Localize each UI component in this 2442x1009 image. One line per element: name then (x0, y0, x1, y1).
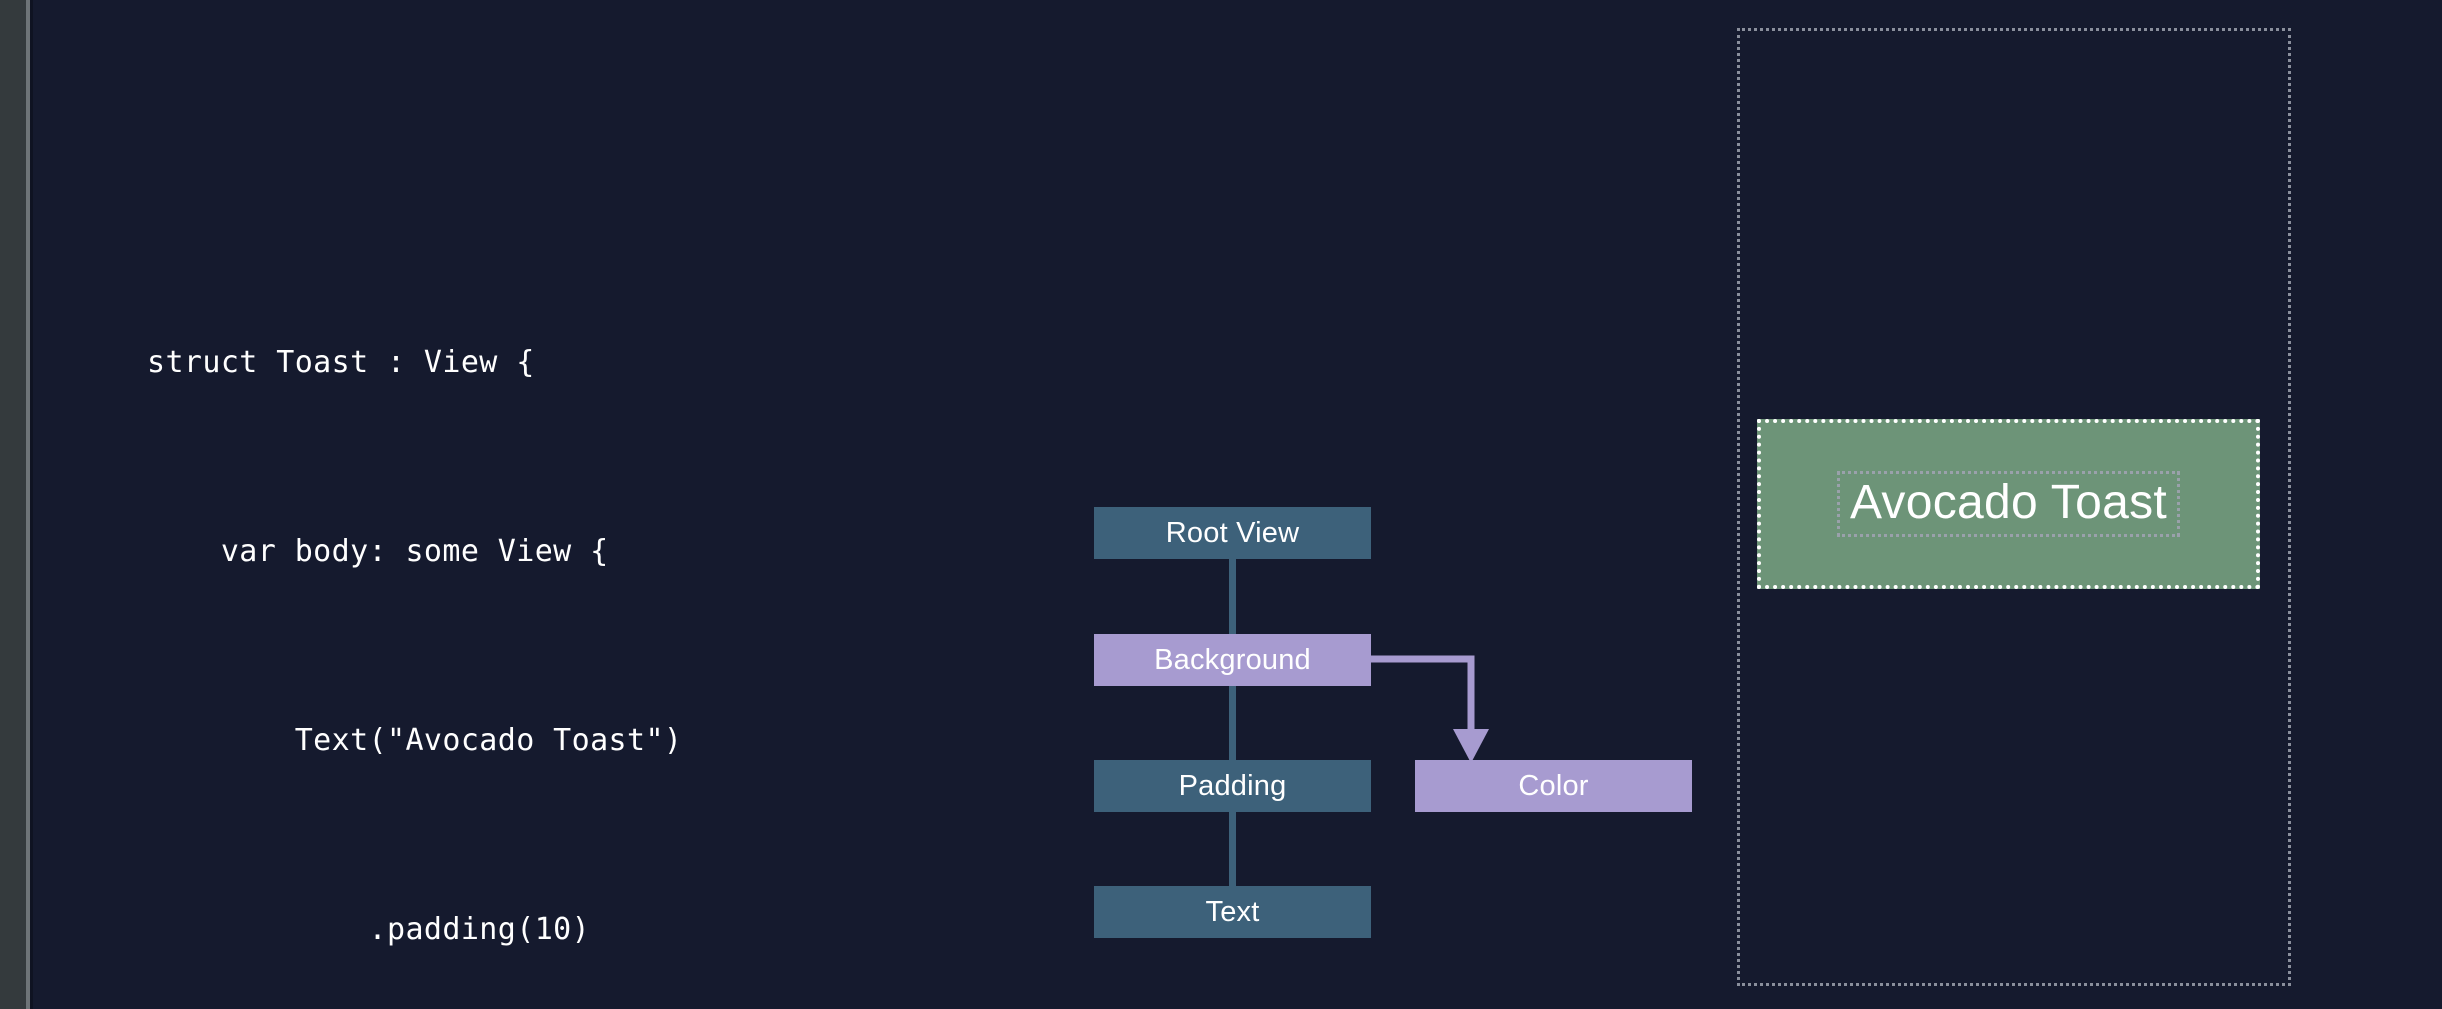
code-line: .padding(10) (147, 912, 591, 947)
window-edge-strip (0, 0, 26, 1009)
tree-node-label: Padding (1178, 769, 1287, 802)
tree-node-label: Text (1205, 895, 1260, 928)
tree-node-label: Root View (1165, 516, 1300, 549)
preview-background-box: Avocado Toast (1757, 419, 2260, 589)
tree-node-label: Background (1154, 643, 1311, 676)
tree-edge-padding-to-text (1229, 812, 1236, 886)
window-edge-inner-line (30, 0, 33, 1009)
tree-edge-background-to-padding (1229, 686, 1236, 760)
tree-node-text[interactable]: Text (1094, 886, 1371, 938)
preview-panel (1737, 28, 2291, 986)
preview-text-label: Avocado Toast (1836, 470, 2181, 538)
tree-node-color[interactable]: Color (1415, 760, 1692, 812)
tree-node-background[interactable]: Background (1094, 634, 1371, 686)
tree-node-padding[interactable]: Padding (1094, 760, 1371, 812)
tree-node-label: Color (1518, 769, 1589, 802)
code-line: var body: some View { (147, 534, 609, 569)
window-edge-divider (26, 0, 30, 1009)
code-snippet: struct Toast : View { var body: some Vie… (147, 205, 812, 1009)
tree-node-root-view[interactable]: Root View (1094, 507, 1371, 559)
tree-arrow-background-to-color (1360, 655, 1489, 763)
code-line: Text("Avocado Toast") (147, 723, 683, 758)
tree-edge-root-to-background (1229, 559, 1236, 634)
code-line: struct Toast : View { (147, 345, 535, 380)
